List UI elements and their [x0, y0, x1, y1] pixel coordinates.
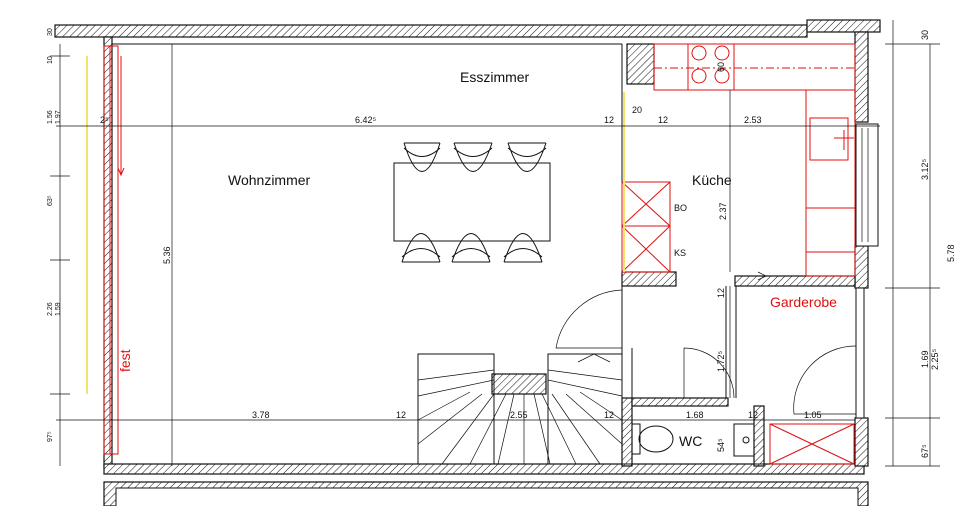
- dim-left-30: 30: [47, 28, 54, 36]
- chair: [451, 233, 491, 263]
- left-window: [86, 45, 125, 455]
- wall-garderobe-top: [734, 275, 856, 287]
- dim-right-67: 67⁵: [920, 444, 930, 458]
- dim-2-53: 2.53: [744, 115, 762, 125]
- wall-kitchen-bottom: [621, 271, 677, 287]
- wall-right-lower: [854, 245, 869, 289]
- dim-12d: 12: [396, 410, 406, 420]
- dim-20: 20: [632, 105, 642, 115]
- dim-left-97: 97⁵: [47, 431, 54, 442]
- wall-top-right: [806, 19, 881, 33]
- dim-1-72: 1.72⁵: [716, 350, 726, 372]
- dim-1-05: 1.05: [804, 410, 822, 420]
- dim-right-3-12: 3.12⁵: [920, 158, 930, 180]
- garderobe-cabinet: [769, 423, 855, 465]
- pillar-kitchen: [626, 43, 655, 85]
- chair: [453, 142, 493, 172]
- dimension-labels: 6.42⁵ 2⁵ 12 20 12 2.53 60 5.36 2.37 12 1…: [47, 28, 956, 458]
- wall-right-upper: [854, 31, 869, 123]
- wall-stair-core: [491, 373, 547, 395]
- window-fest-label: fest: [117, 349, 133, 372]
- wall-right-bottom: [854, 417, 869, 467]
- wall-wc-left: [621, 397, 633, 467]
- dim-1-68: 1.68: [686, 410, 704, 420]
- dim-left-1-97: 1.97: [55, 110, 62, 124]
- dimension-lines: [50, 20, 940, 467]
- dim-12e: 12: [604, 410, 614, 420]
- dim-left-2-26: 2.26: [47, 302, 54, 316]
- dim-6-42: 6.42⁵: [355, 115, 377, 125]
- label-bo: BO: [674, 203, 687, 213]
- dim-left-1-59: 1.59: [55, 302, 62, 316]
- wc-fixtures: [631, 423, 755, 457]
- room-labels: Esszimmer Wohnzimmer Küche Garderobe WC …: [117, 69, 837, 449]
- dim-right-30: 30: [920, 30, 930, 40]
- chair: [401, 233, 441, 263]
- chair: [403, 142, 441, 172]
- garderobe-window: [855, 287, 865, 419]
- dim-12c: 12: [716, 288, 726, 298]
- kitchen-counter: [653, 43, 856, 277]
- dim-12a: 12: [604, 115, 614, 125]
- room-garderobe: Garderobe: [770, 294, 837, 310]
- dim-12f: 12: [748, 410, 758, 420]
- dim-2-55: 2.55: [510, 410, 528, 420]
- lower-unit-interior: [115, 487, 859, 506]
- doors: [555, 271, 857, 415]
- dim-left-1-56: 1.56: [47, 110, 54, 124]
- dim-2-5: 2⁵: [100, 115, 109, 125]
- wall-left: [103, 36, 113, 468]
- room-kueche: Küche: [692, 172, 732, 188]
- label-ks: KS: [674, 248, 686, 258]
- chair: [503, 233, 543, 263]
- dim-12b: 12: [658, 115, 668, 125]
- dim-54: 54⁵: [716, 438, 726, 452]
- walls: [54, 19, 881, 506]
- room-esszimmer: Esszimmer: [460, 69, 530, 85]
- dim-2-37: 2.37: [718, 202, 728, 220]
- dim-left-10: 10: [47, 56, 54, 64]
- wall-bottom: [103, 463, 865, 475]
- interior-lines: [112, 43, 855, 465]
- dim-right-2-25: 2.25⁵: [930, 348, 940, 370]
- dim-right-1-69: 1.69: [920, 350, 930, 368]
- dim-60: 60: [716, 62, 726, 72]
- wall-wc-top: [631, 397, 729, 407]
- bo-ks-cabinet: [621, 92, 671, 273]
- chair: [507, 142, 547, 172]
- dim-5-36: 5.36: [162, 246, 172, 264]
- wall-top: [54, 24, 808, 38]
- chairs: [401, 142, 547, 263]
- dim-3-78: 3.78: [252, 410, 270, 420]
- dim-right-5-78: 5.78: [946, 244, 956, 262]
- dim-left-63: 63⁵: [47, 195, 54, 206]
- kitchen-window: [855, 123, 879, 247]
- room-wohnzimmer: Wohnzimmer: [228, 172, 311, 188]
- room-wc: WC: [679, 433, 702, 449]
- staircase: [417, 353, 623, 465]
- dining-table: [393, 162, 551, 242]
